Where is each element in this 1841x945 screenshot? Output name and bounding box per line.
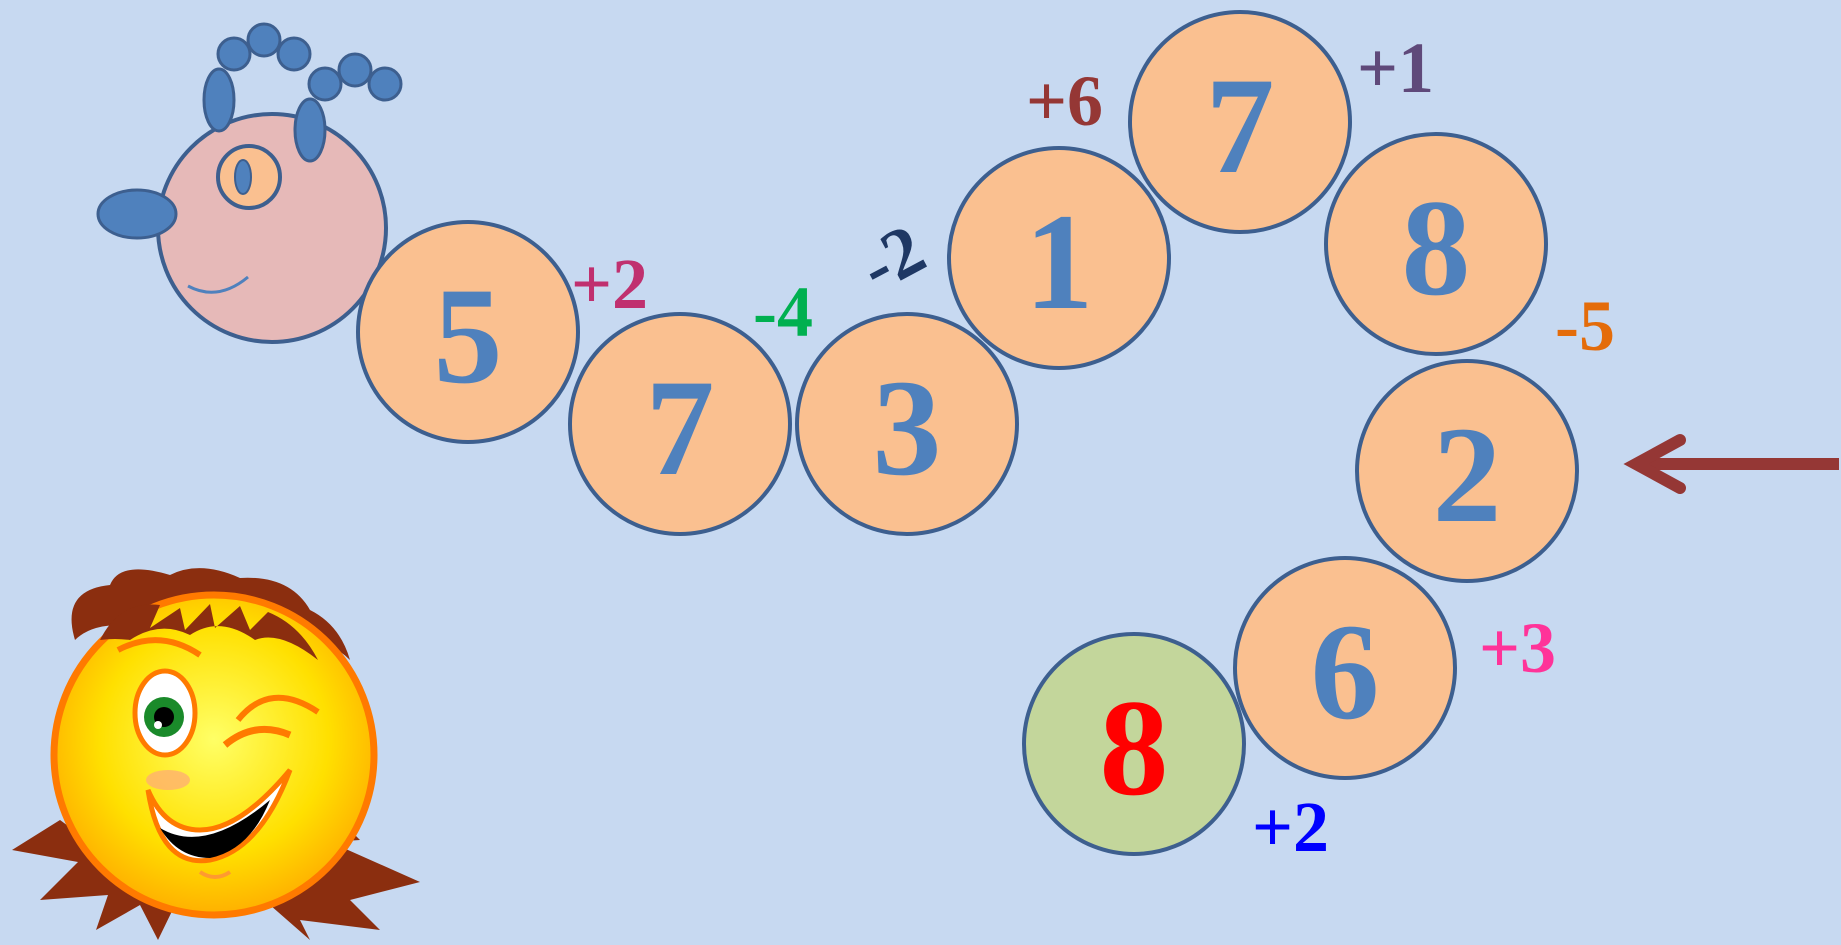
- caterpillar-segment: 6: [1233, 556, 1457, 780]
- operation-label: +6: [1026, 61, 1104, 141]
- caterpillar-segment: 8: [1324, 132, 1548, 356]
- operation-label: -4: [753, 272, 813, 352]
- segment-number: 5: [433, 259, 503, 412]
- answer-number: 8: [1099, 671, 1169, 824]
- operation-label: -5: [1555, 286, 1615, 366]
- operation-label: +2: [1252, 787, 1330, 867]
- operation-label: +1: [1357, 28, 1435, 108]
- caterpillar-segment: 2: [1355, 359, 1579, 583]
- segment-number: 3: [872, 351, 942, 504]
- caterpillar-segment: 7: [568, 312, 792, 536]
- answer-segment: 8: [1022, 632, 1246, 856]
- operation-label: +2: [571, 244, 649, 324]
- segment-number: 7: [645, 351, 715, 504]
- operation-label: +3: [1479, 608, 1557, 688]
- segment-number: 2: [1432, 398, 1502, 551]
- segment-number: 8: [1401, 171, 1471, 324]
- caterpillar-segment: 3: [795, 312, 1019, 536]
- caterpillar-head-icon: [96, 22, 403, 344]
- operation-label: -2: [846, 208, 938, 308]
- caterpillar-segment: 5: [356, 220, 580, 444]
- caterpillar-segment: 1: [947, 146, 1171, 370]
- segment-number: 1: [1024, 185, 1094, 338]
- segment-number: 7: [1205, 49, 1275, 202]
- caterpillar-segment: 7: [1128, 10, 1352, 234]
- segment-number: 6: [1310, 595, 1380, 748]
